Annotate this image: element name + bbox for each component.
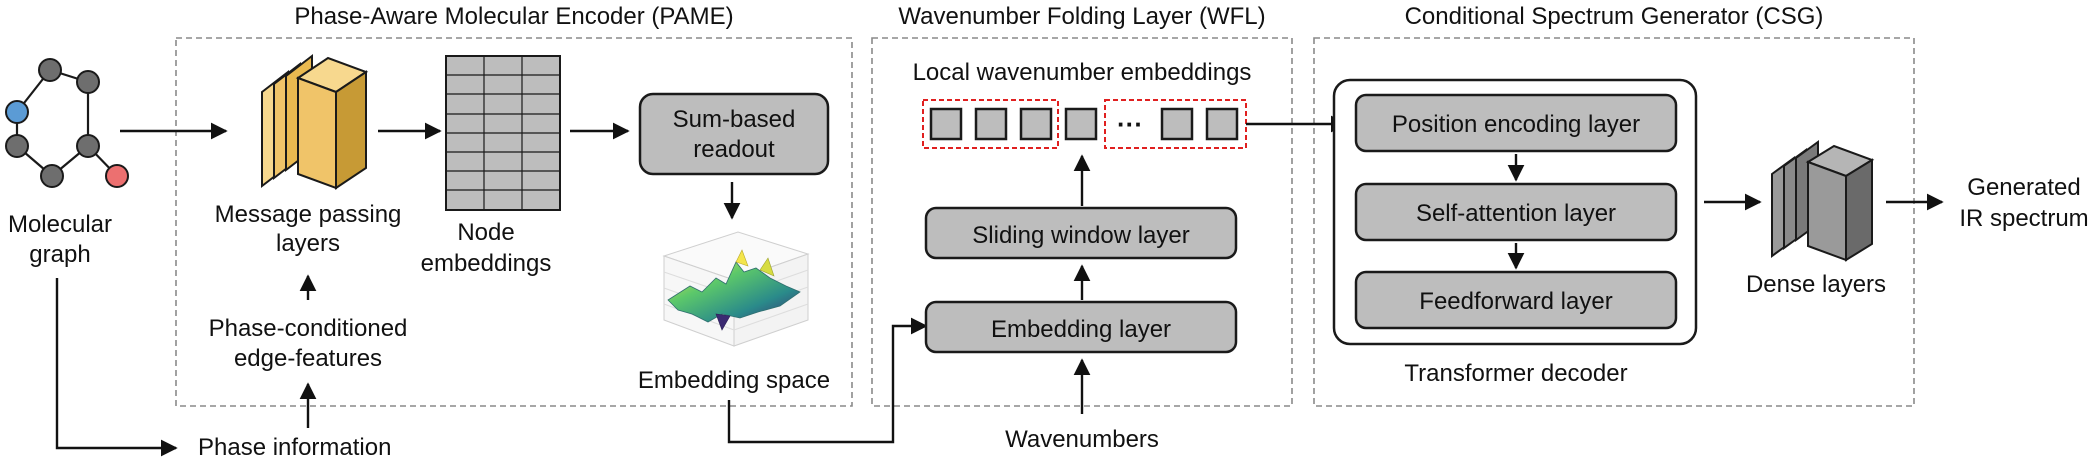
embedding-layer-label: Embedding layer <box>991 316 1171 343</box>
node-embeddings-label: Node <box>457 219 514 246</box>
message-passing-label-2: layers <box>276 230 340 257</box>
position-encoding-label: Position encoding layer <box>1392 111 1640 138</box>
wavenumbers-label: Wavenumbers <box>1005 426 1159 453</box>
molecular-graph-label-2: graph <box>29 241 90 268</box>
sliding-window-label: Sliding window layer <box>972 222 1189 249</box>
csg-title: Conditional Spectrum Generator (CSG) <box>1405 3 1824 30</box>
wfl-title: Wavenumber Folding Layer (WFL) <box>898 3 1265 30</box>
ellipsis-text: ··· <box>1117 109 1143 139</box>
phase-conditioned-label: Phase-conditioned <box>209 315 408 342</box>
dense-layers-icon <box>1771 140 1875 262</box>
output-label: Generated <box>1967 174 2080 201</box>
pame-title: Phase-Aware Molecular Encoder (PAME) <box>294 3 733 30</box>
local-embeddings-label: Local wavenumber embeddings <box>913 59 1252 86</box>
message-passing-layers-icon <box>261 53 369 190</box>
arrow-graph-to-phase <box>55 278 178 457</box>
self-attention-label: Self-attention layer <box>1416 200 1616 227</box>
sum-readout-label: Sum-based <box>673 106 796 133</box>
embedding-layer-box <box>924 300 1238 354</box>
transformer-decoder-label: Transformer decoder <box>1404 360 1627 387</box>
feedforward-label: Feedforward layer <box>1419 288 1612 315</box>
sum-readout-box <box>638 92 830 176</box>
wfl-section <box>871 37 1293 407</box>
local-wavenumber-embeddings <box>922 99 1247 149</box>
self-attention-box <box>1354 182 1678 242</box>
dense-layers-label: Dense layers <box>1746 271 1886 298</box>
phase-information-label: Phase information <box>198 434 391 458</box>
sum-readout-label-2: readout <box>693 136 775 163</box>
embedding-space-plot <box>662 231 810 347</box>
node-embeddings-grid <box>445 55 561 211</box>
sliding-window-box <box>924 206 1238 260</box>
phase-conditioned-label-2: edge-features <box>234 345 382 372</box>
embedding-space-label: Embedding space <box>638 367 830 394</box>
pame-section <box>175 37 853 407</box>
node-embeddings-label-2: embeddings <box>421 250 552 277</box>
position-encoding-box <box>1354 93 1678 153</box>
csg-section <box>1313 37 1915 407</box>
output-label-2: IR spectrum <box>1959 205 2088 232</box>
molecular-graph-label: Molecular <box>8 211 112 238</box>
feedforward-box <box>1354 270 1678 330</box>
molecular-graph-icon <box>5 58 129 188</box>
arrow-space-to-embedding-layer <box>727 317 928 444</box>
message-passing-label: Message passing <box>215 201 402 228</box>
